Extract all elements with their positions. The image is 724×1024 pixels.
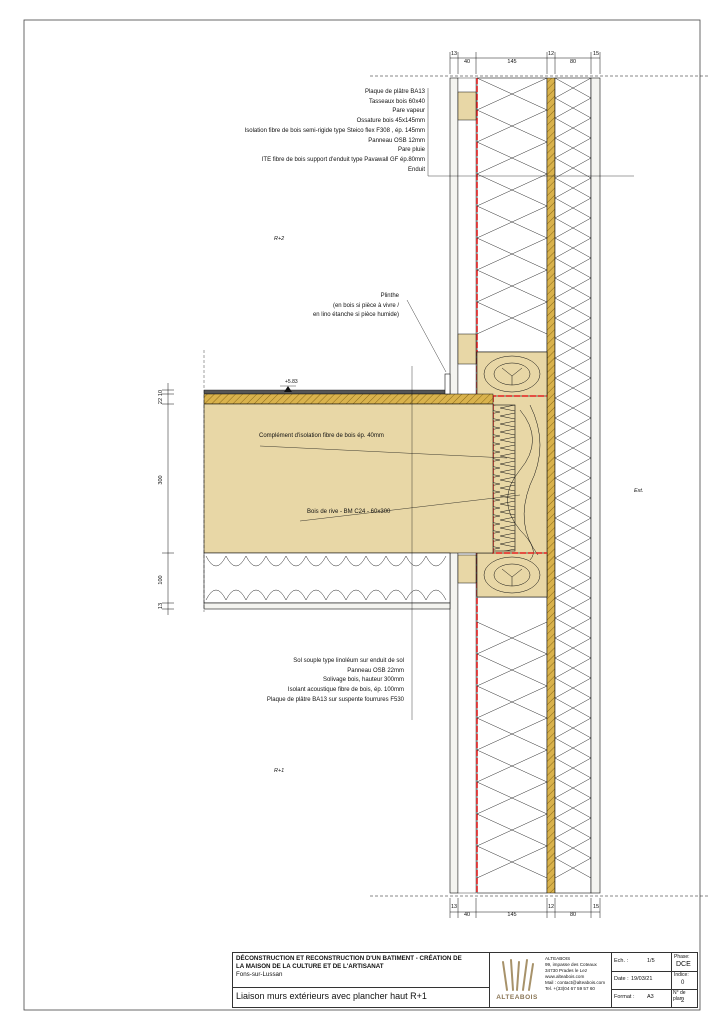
- dim-bottom-0: 13: [451, 904, 457, 910]
- top-dimension-chain: [370, 52, 710, 77]
- phase-value: DCE: [676, 961, 691, 968]
- left-dimension-chain: [162, 383, 174, 615]
- ite-insulation-layer: [554, 77, 592, 894]
- floor-label-4: Plaque de plâtre BA13 sur suspente fourr…: [266, 696, 404, 703]
- floor-label-3: Isolant acoustique fibre de bois, ép. 10…: [287, 687, 404, 694]
- dim-top-1: 40: [464, 59, 470, 65]
- wall-label-3: Ossature bois 45x145mm: [356, 118, 425, 125]
- date-value: 19/03/21: [631, 976, 653, 982]
- dim-top-4: 80: [570, 59, 576, 65]
- bottom-dimension-chain: [370, 895, 710, 918]
- plinthe-line1: (en bois si pièce à vivre /: [332, 302, 399, 309]
- plan-value: 2: [681, 998, 685, 1004]
- callout-rim: Bois de rive - BM C24 - 60x300: [307, 509, 391, 515]
- ech-label: Ech. :: [614, 958, 629, 964]
- indice-label: Indice:: [674, 972, 689, 978]
- company-logo: ALTEABOIS: [493, 956, 541, 1004]
- wall-label-1: Tasseaux bois 60x40: [368, 98, 425, 105]
- wall-label-2: Pare vapeur: [392, 108, 425, 115]
- logo-text: ALTEABOIS: [496, 994, 538, 1001]
- drawing-title: Liaison murs extérieurs avec plancher ha…: [236, 991, 427, 1001]
- wall-insulation-pattern: [476, 77, 592, 879]
- wall-battens: [457, 91, 477, 584]
- wall-label-4: Isolation fibre de bois semi-rigide type…: [244, 127, 425, 134]
- dim-top-0: 13: [451, 51, 457, 57]
- dim-left-2: 300: [158, 475, 164, 484]
- floor-insulation-pattern: [205, 555, 447, 601]
- dim-left-4: 13: [158, 603, 164, 609]
- company-address1: 99, impasse des Coteaux: [545, 962, 597, 967]
- floor-label-stack: Sol souple type linoléum sur enduit de s…: [267, 657, 404, 706]
- floor-slab: [203, 350, 494, 612]
- dim-top-2: 145: [507, 59, 516, 65]
- complementary-insulation: [492, 404, 516, 552]
- render-layer: [590, 77, 601, 894]
- page-frame: [23, 19, 701, 1011]
- acoustic-insulation: [203, 552, 451, 604]
- level-value: +5.83: [285, 379, 298, 385]
- wall-label-0: Plaque de plâtre BA13: [364, 89, 425, 95]
- dim-top-3: 12: [548, 51, 554, 57]
- lino-finish: [203, 389, 451, 395]
- company-web: www.alteabois.com: [545, 974, 585, 979]
- dim-top-5: 15: [593, 51, 599, 57]
- level-lower: R+1: [274, 768, 285, 774]
- floor-label-0: Sol souple type linoléum sur enduit de s…: [293, 658, 404, 664]
- floor-label-2: Solivage bois, hauteur 300mm: [322, 677, 404, 684]
- wall-label-7: ITE fibre de bois support d'enduit type …: [261, 156, 425, 163]
- plan-label: N° de plan:: [673, 990, 686, 1002]
- dim-bottom-4: 80: [570, 912, 576, 918]
- dim-bottom-2: 145: [507, 912, 516, 918]
- level-marker: +5.83: [280, 379, 298, 392]
- indice-value: 0: [681, 980, 685, 986]
- dim-bottom-3: 12: [548, 904, 554, 910]
- company-mail: Mail : contact@alteabois.com: [545, 980, 606, 985]
- dim-left-3: 100: [158, 575, 164, 584]
- level-upper: R+2: [274, 236, 285, 242]
- date-label: Date :: [614, 976, 629, 982]
- company-address2: 34730 Prades le Lez: [545, 968, 588, 973]
- callout-insulation: Complément d'isolation fibre de bois ép.…: [259, 433, 384, 439]
- ceiling-plasterboard: [203, 602, 451, 610]
- plinthe-line2: en lino étanche si pièce humide): [312, 312, 399, 319]
- wall-label-8: Enduit: [407, 166, 425, 173]
- title-block: DÉCONSTRUCTION ET RECONSTRUCTION D'UN BA…: [232, 952, 698, 1008]
- plinthe-title: Plinthe: [380, 293, 399, 299]
- floor-joist: [203, 403, 494, 554]
- project-line2: LA MAISON DE LA CULTURE ET DE L'ARTISANA…: [236, 963, 384, 970]
- ech-value: 1/5: [647, 958, 655, 964]
- phase-label: Phase:: [674, 954, 690, 960]
- company-tel: Tel. +(33)04 67 59 57 60: [545, 986, 595, 991]
- osb-floor-panel: [203, 393, 494, 405]
- wall-label-6: Pare pluie: [397, 147, 425, 154]
- floor-label-1: Panneau OSB 22mm: [347, 667, 404, 674]
- exterior-label: Ext.: [634, 488, 644, 494]
- dim-left-1: 22: [158, 398, 164, 404]
- dim-left-0: 10: [158, 390, 164, 396]
- wall-label-stack: Plaque de plâtre BA13 Tasseaux bois 60x4…: [245, 88, 425, 175]
- osb-wall-layer: [546, 77, 556, 894]
- company-info: ALTEABOIS 99, impasse des Coteaux 34730 …: [545, 956, 605, 992]
- dim-bottom-1: 40: [464, 912, 470, 918]
- project-location: Fons-sur-Lussan: [236, 971, 283, 978]
- plinthe-label: Plinthe (en bois si pièce à vivre / en l…: [313, 292, 399, 321]
- wall-label-5: Panneau OSB 12mm: [368, 137, 425, 144]
- project-line1: DÉCONSTRUCTION ET RECONSTRUCTION D'UN BA…: [236, 955, 462, 962]
- leader-lines: [259, 88, 634, 720]
- logo-mark-icon: [502, 959, 534, 991]
- plinthe-element: [406, 299, 451, 395]
- dim-bottom-5: 15: [593, 904, 599, 910]
- format-value: A3: [647, 994, 654, 1000]
- format-label: Format :: [614, 994, 635, 1000]
- company-name: ALTEABOIS: [545, 956, 571, 961]
